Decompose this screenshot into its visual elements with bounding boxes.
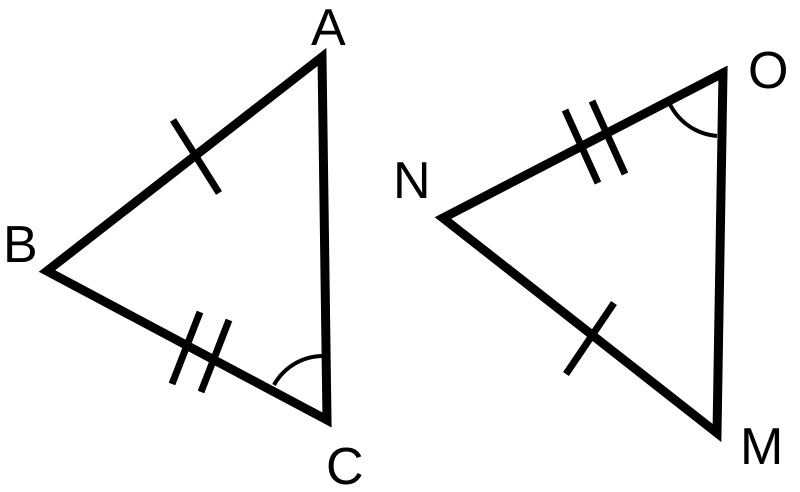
side-bc-double-tick-1 [168,310,204,386]
side-bc-double-tick-2 [197,318,233,394]
triangle-nom-outline [434,65,728,443]
triangle-abc: A B C [3,0,364,492]
side-ab-single-tick [170,118,222,195]
vertex-label-m: M [740,418,783,476]
side-no-double-tick-2 [588,99,629,176]
vertex-label-n: N [393,152,431,210]
vertex-label-c: C [326,438,364,492]
triangle-abc-outline [38,47,332,428]
angle-o-arc [666,99,718,138]
triangle-nom: N O M [393,42,788,476]
angle-c-arc [272,353,325,387]
side-nm-single-tick [563,301,617,376]
vertex-label-b: B [3,216,38,274]
side-no-double-tick-1 [561,108,602,185]
vertex-label-a: A [311,0,346,57]
vertex-label-o: O [748,42,788,100]
